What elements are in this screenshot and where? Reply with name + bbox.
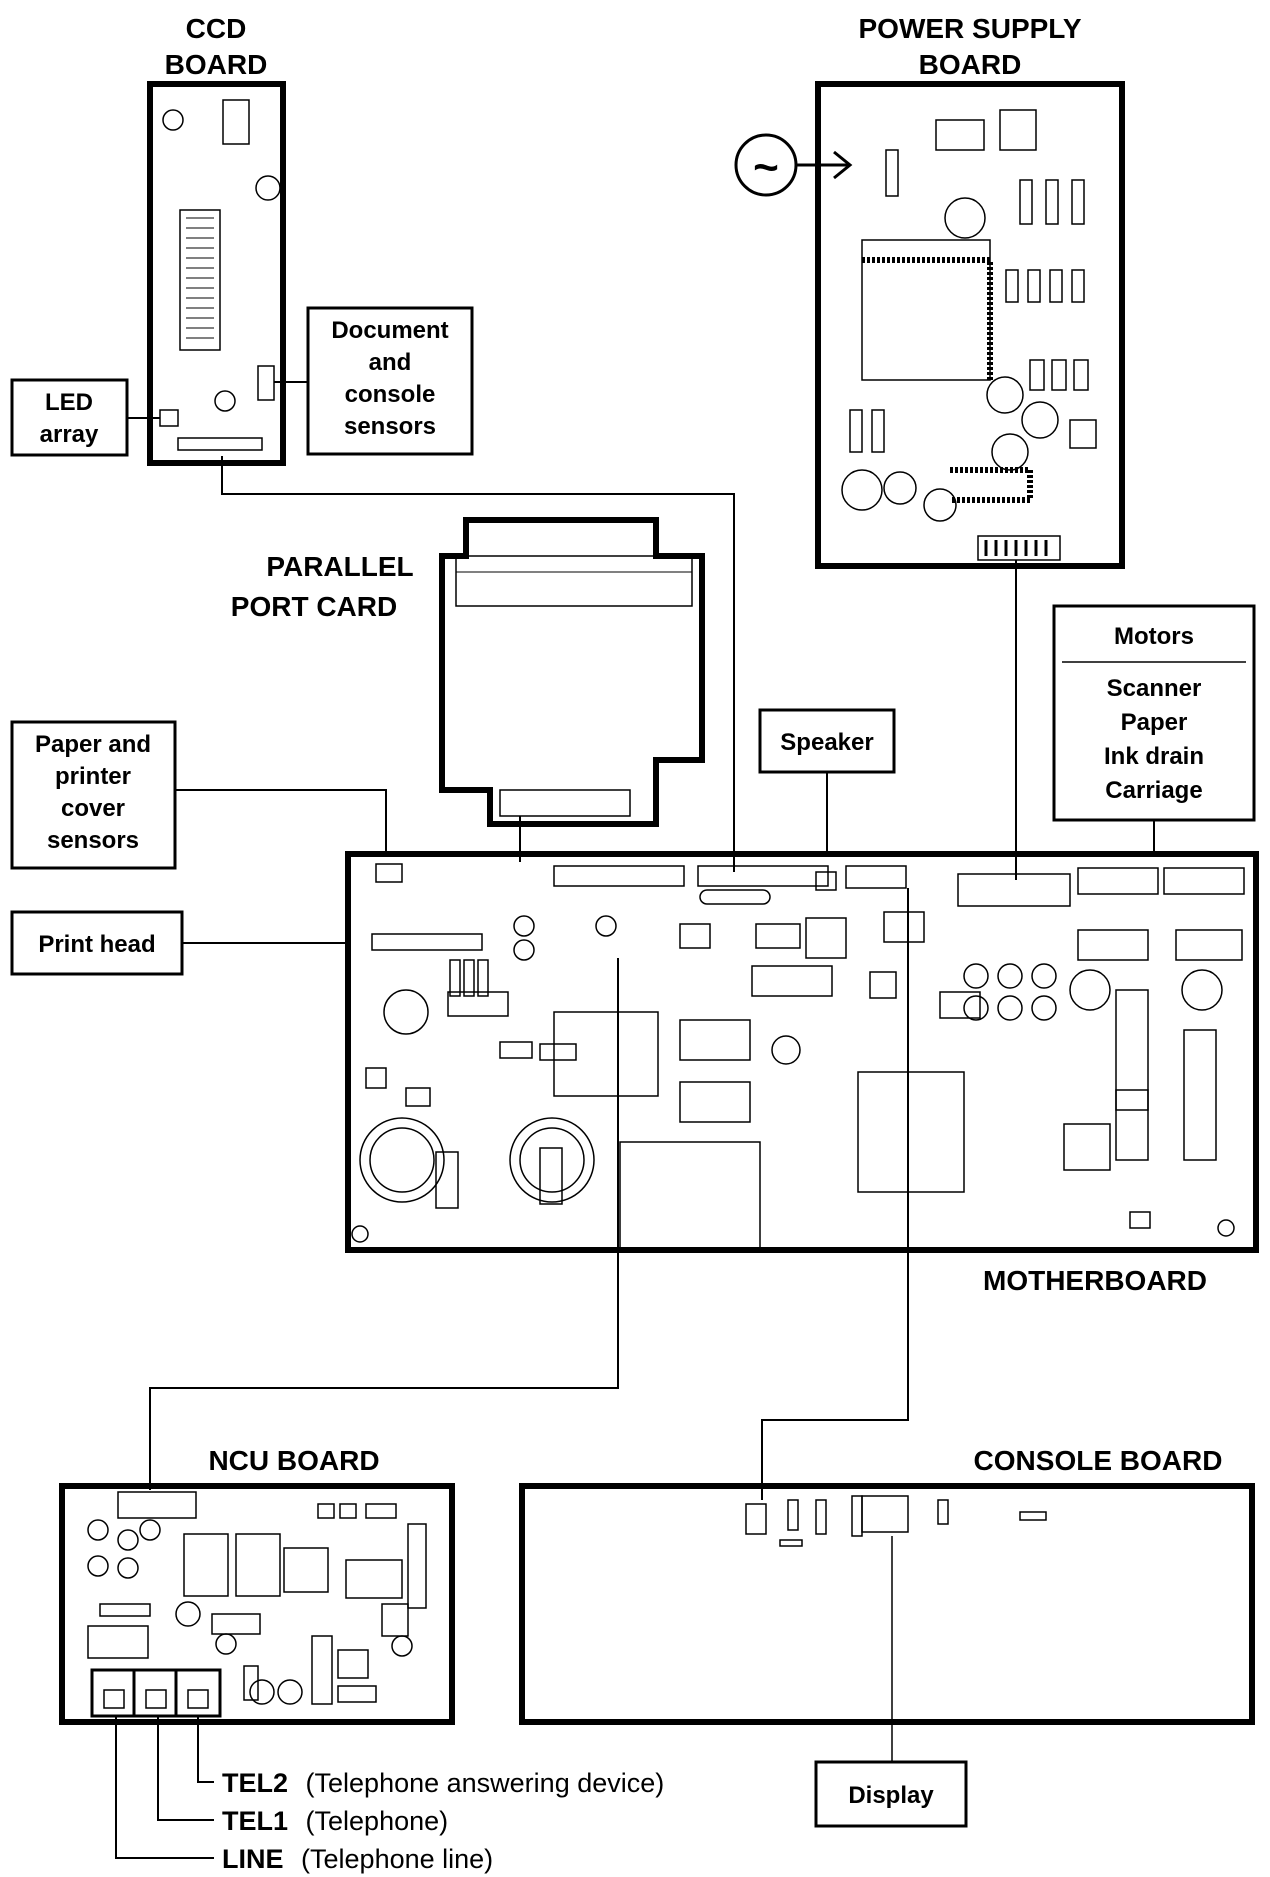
ccd-board-title-line2: BOARD [165,49,268,80]
tel2-desc: (Telephone answering device) [306,1768,665,1798]
document-console-sensors-callout: Document and console sensors [274,308,472,454]
ccd-board: CCD BOARD [150,13,283,463]
parallel-port-card: PARALLEL PORT CARD [231,520,702,824]
tel1-desc: (Telephone) [306,1806,449,1836]
svg-text:TEL2 (Telephone answerin: TEL2 (Telephone answering device) [222,1768,664,1798]
paper-sensors-line4: sensors [47,827,139,854]
power-supply-board: POWER SUPPLY BOARD [818,13,1122,566]
console-board-title: CONSOLE BOARD [974,1445,1223,1476]
motherboard-title: MOTHERBOARD [983,1265,1207,1296]
power-supply-title-line2: BOARD [919,49,1022,80]
document-sensors-line2: and [369,349,412,376]
motherboard: MOTHERBOARD [348,854,1256,1296]
motor-scanner: Scanner [1107,675,1202,702]
ccd-board-title-line1: CCD [186,13,247,44]
power-supply-title-line1: POWER SUPPLY [858,13,1081,44]
port-label-line: LINE (Telephone line) [222,1844,493,1874]
motor-carriage: Carriage [1105,777,1202,804]
line-leader [116,1716,214,1858]
print-head-callout: Print head [12,912,372,974]
tel2-name: TEL2 [222,1768,288,1798]
console-board: CONSOLE BOARD [522,1445,1252,1722]
parallel-port-title-line2: PORT CARD [231,591,397,622]
speaker-label: Speaker [780,729,873,756]
motor-paper: Paper [1121,709,1188,736]
port-label-tel2: TEL2 (Telephone answering device) [222,1768,664,1798]
ncu-board-title: NCU BOARD [208,1445,379,1476]
paper-sensors-line1: Paper and [35,731,151,758]
motor-ink-drain: Ink drain [1104,743,1204,770]
paper-sensors-line2: printer [55,763,131,790]
motors-callout: Motors Scanner Paper Ink drain Carriage [1054,606,1254,866]
document-sensors-line1: Document [331,317,448,344]
motors-title: Motors [1114,623,1194,650]
line-desc: (Telephone line) [301,1844,493,1874]
led-array-label-line2: array [40,421,99,448]
line-name: LINE [222,1844,284,1874]
parallel-port-title-line1: PARALLEL [266,551,413,582]
led-array-label-line1: LED [45,389,93,416]
led-array-callout: LED array [12,380,160,455]
ncu-board: NCU BOARD [62,1445,452,1722]
print-head-label: Print head [38,931,155,958]
document-sensors-line4: sensors [344,413,436,440]
paper-sensors-line3: cover [61,795,125,822]
svg-text:LINE (Telephone line): LINE (Telephone line) [222,1844,493,1874]
paper-cover-sensors-callout: Paper and printer cover sensors [12,722,386,868]
display-label: Display [848,1782,934,1809]
tel1-name: TEL1 [222,1806,288,1836]
port-label-tel1: TEL1 (Telephone) [222,1806,448,1836]
ac-tilde-symbol: ~ [753,143,779,192]
tel2-leader [198,1716,214,1782]
document-sensors-line3: console [345,381,436,408]
tel1-leader [158,1716,214,1820]
svg-text:TEL1 (Telephone): TEL1 (Telephone) [222,1806,448,1836]
